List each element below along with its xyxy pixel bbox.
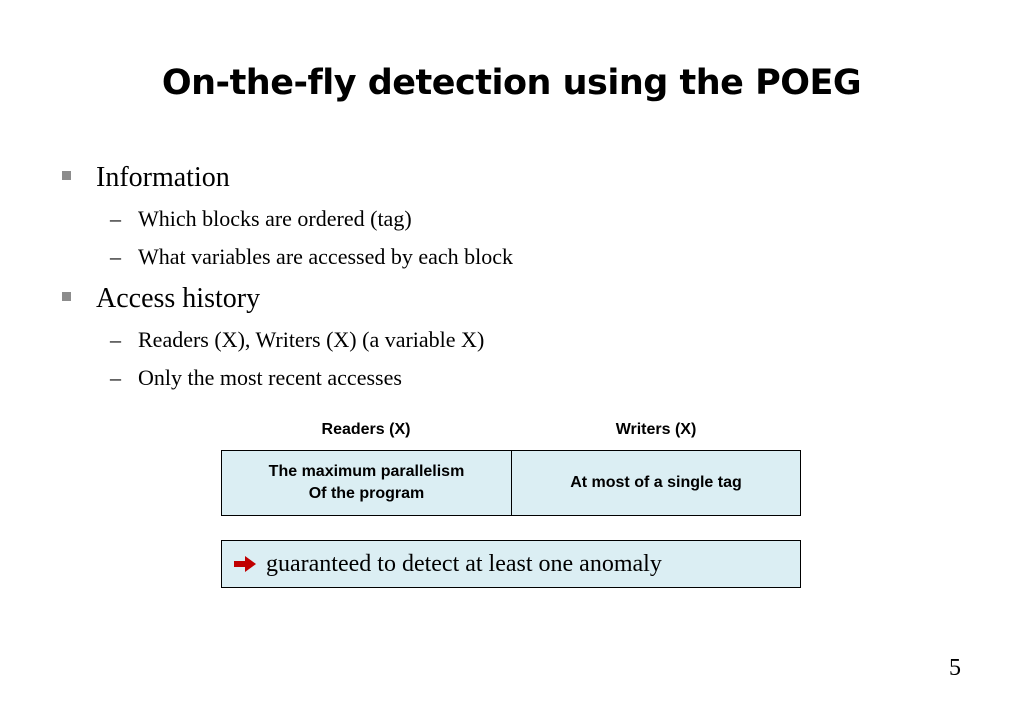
dash-icon: –: [110, 206, 121, 231]
writers-cell-text: At most of a single tag: [570, 474, 742, 491]
bullet-label: Access history: [96, 283, 261, 314]
readers-cell-line2: Of the program: [308, 485, 425, 502]
bullet-access-history: Access history: [62, 282, 260, 316]
sub-bullet: – Only the most recent accesses: [110, 364, 402, 392]
square-bullet-icon: [62, 171, 71, 180]
slide-title: On-the-fly detection using the POEG: [161, 63, 862, 103]
sub-bullet: – Which blocks are ordered (tag): [110, 205, 412, 233]
sub-bullet-text: Which blocks are ordered (tag): [138, 206, 412, 231]
sub-bullet-text: What variables are accessed by each bloc…: [138, 244, 514, 269]
right-arrow-icon: [232, 554, 258, 574]
sub-bullet-text: Only the most recent accesses: [138, 365, 402, 390]
dash-icon: –: [110, 365, 121, 390]
bullet-label: Information: [96, 162, 230, 193]
readers-cell: The maximum parallelism Of the program: [222, 451, 512, 515]
bullet-information: Information: [62, 161, 230, 195]
conclusion-text: guaranteed to detect at least one anomal…: [266, 550, 662, 577]
conclusion-box: guaranteed to detect at least one anomal…: [221, 540, 801, 588]
dash-icon: –: [110, 327, 121, 352]
writers-cell: At most of a single tag: [512, 451, 800, 515]
sub-bullet-text: Readers (X), Writers (X) (a variable X): [138, 327, 485, 352]
readers-header: Readers (X): [321, 421, 411, 438]
square-bullet-icon: [62, 292, 71, 301]
readers-cell-line1: The maximum parallelism: [268, 463, 465, 480]
sub-bullet: – Readers (X), Writers (X) (a variable X…: [110, 326, 484, 354]
sub-bullet: – What variables are accessed by each bl…: [110, 243, 513, 271]
page-number: 5: [949, 655, 961, 681]
writers-header: Writers (X): [615, 421, 697, 438]
dash-icon: –: [110, 244, 121, 269]
access-history-table: The maximum parallelism Of the program A…: [221, 450, 801, 516]
